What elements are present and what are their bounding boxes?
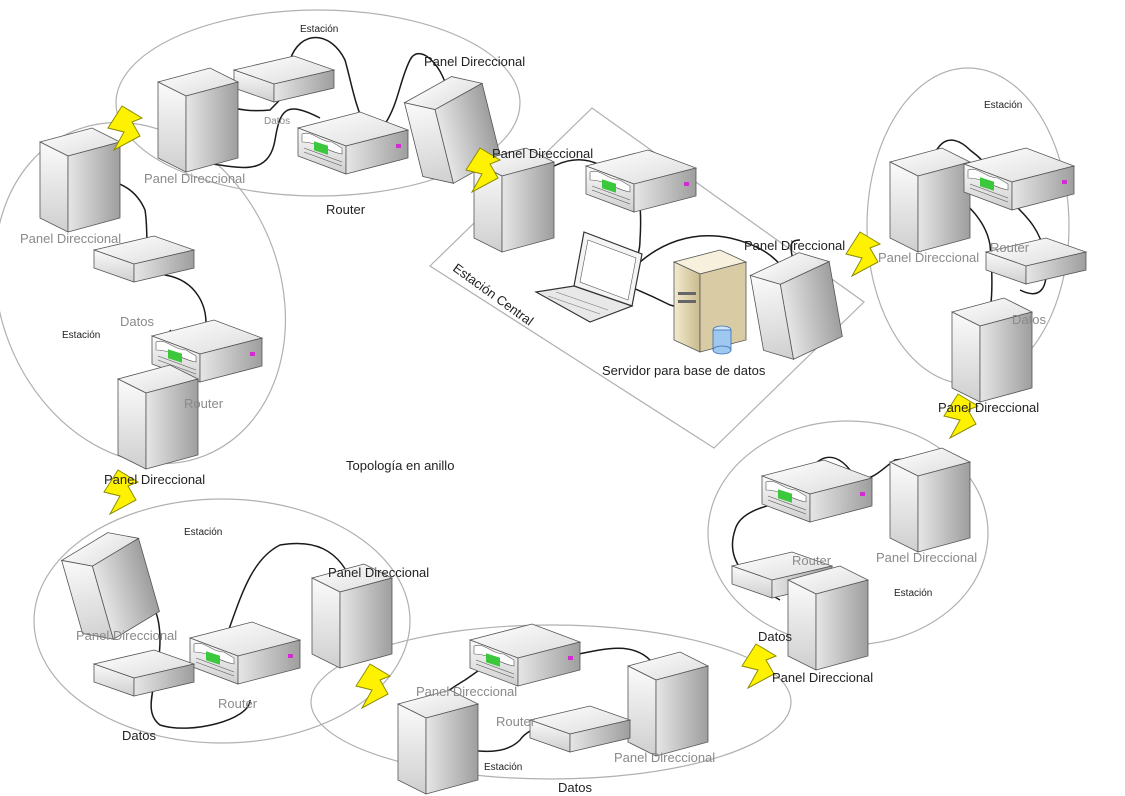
midright-station-label: Estación — [894, 588, 932, 599]
top-station-ring — [115, 9, 521, 197]
midright-router — [761, 459, 873, 523]
bottom-panel-tower-left — [397, 689, 479, 795]
central-router — [585, 149, 697, 213]
top-panel-label-a: Panel Direccional — [144, 171, 245, 186]
top-panel-tower-a — [157, 67, 239, 173]
left-datos-label: Datos — [120, 314, 154, 329]
left-panel-label-top: Panel Direccional — [20, 231, 121, 246]
bottom-router-label: Router — [496, 714, 536, 729]
left-panel-label-bottom: Panel Direccional — [104, 472, 205, 487]
top-station-label: Estación — [300, 24, 338, 35]
left-station-ring — [0, 121, 287, 465]
midright-panel-tower-bottom — [787, 565, 869, 671]
right-panel-label-bottom: Panel Direccional — [938, 400, 1039, 415]
left-router-label: Router — [184, 396, 224, 411]
right-router-label: Router — [990, 240, 1030, 255]
midright-router-label: Router — [792, 553, 832, 568]
botleft-panel-label-right: Panel Direccional — [328, 565, 429, 580]
botleft-datos-label: Datos — [122, 728, 156, 743]
botleft-router — [189, 621, 301, 685]
right-panel-tower — [889, 147, 971, 253]
botleft-station-ring — [33, 498, 411, 744]
midright-panel-tower — [889, 447, 971, 553]
central-panel-tilted — [747, 247, 846, 365]
top-router — [297, 111, 409, 175]
bottom-datos-box — [529, 705, 631, 753]
bottom-panel-label-left: Panel Direccional — [416, 684, 517, 699]
bolt-central-right — [845, 231, 881, 277]
botleft-station-label: Estación — [184, 527, 222, 538]
bolt-botleft-bottom — [355, 663, 391, 709]
botleft-datos-box — [93, 649, 195, 697]
server-label: Servidor para base de datos — [602, 363, 766, 378]
central-panel-label-1: Panel Direccional — [492, 146, 593, 161]
diagram-title: Topología en anillo — [346, 458, 454, 473]
top-datos-label: Datos — [264, 116, 290, 127]
central-panel-label-2: Panel Direccional — [744, 238, 845, 253]
midright-panel-label-bottom: Panel Direccional — [772, 670, 873, 685]
top-datos-box — [233, 55, 335, 103]
midright-datos-label: Datos — [758, 629, 792, 644]
left-panel-tower-bottom — [117, 364, 199, 470]
bottom-station-label: Estación — [484, 762, 522, 773]
top-router-label: Router — [326, 202, 366, 217]
top-panel-label-b: Panel Direccional — [424, 54, 525, 69]
right-datos-label: Datos — [1012, 312, 1046, 327]
botleft-panel-label-left: Panel Direccional — [76, 628, 177, 643]
right-panel-label: Panel Direccional — [878, 250, 979, 265]
bottom-datos-label: Datos — [558, 780, 592, 795]
bolt-bottom-midright — [741, 643, 777, 689]
midright-panel-label: Panel Direccional — [876, 550, 977, 565]
central-station-label: Estación Central — [450, 260, 536, 328]
laptop — [534, 231, 643, 323]
right-station-label: Estación — [984, 100, 1022, 111]
bottom-panel-tower-right — [627, 651, 709, 757]
bottom-router — [469, 623, 581, 687]
bottom-station-ring — [310, 624, 792, 780]
left-station-label: Estación — [62, 330, 100, 341]
left-panel-tower-top — [39, 127, 121, 233]
right-router — [963, 147, 1075, 211]
bottom-panel-label-right: Panel Direccional — [614, 750, 715, 765]
botleft-router-label: Router — [218, 696, 258, 711]
database-server — [672, 249, 748, 355]
